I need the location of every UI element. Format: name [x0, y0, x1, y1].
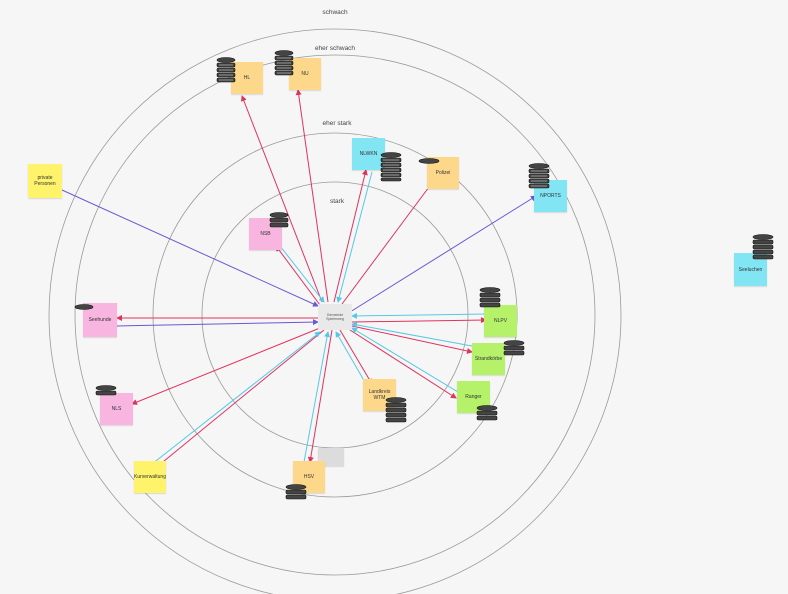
ring-label-schwach: schwach: [322, 9, 348, 16]
arrow-from-hsv: [303, 331, 331, 463]
arrow-from-nlpv: [351, 312, 487, 319]
arrow-to-nlpv: [351, 317, 487, 324]
database-icon: [216, 57, 236, 83]
arrow-from-ranger: [351, 327, 459, 393]
ring-eher-stark: [152, 132, 518, 498]
arrow-to-nu: [295, 89, 329, 303]
note-strandkorb[interactable]: Strandkörbe: [472, 343, 505, 375]
arrow-to-nls: [131, 327, 321, 405]
database-icon: [95, 385, 117, 396]
arrow-to-nports: [349, 195, 537, 313]
database-icon: [74, 304, 94, 310]
arrow-to-nlwkn: [333, 169, 368, 303]
arrow-to-hl: [241, 95, 323, 303]
database-icon: [285, 484, 307, 500]
note-kurverwaltung[interactable]: Kurverwaltung: [134, 461, 166, 493]
ring-label-eher-stark: eher stark: [322, 120, 352, 127]
database-icon: [274, 50, 294, 76]
ring-schwach: [48, 28, 622, 594]
arrow-from-private: [61, 189, 319, 307]
database-icon: [269, 212, 289, 228]
database-icon: [418, 158, 440, 164]
note-nsb[interactable]: NSB: [249, 218, 282, 250]
database-icon: [528, 163, 550, 189]
database-icon: [476, 405, 498, 421]
arrow-from-nsb: [279, 245, 325, 303]
arrow-from-strandkorb: [351, 321, 473, 347]
database-icon: [380, 152, 402, 182]
arrow-from-landkreis: [335, 331, 367, 385]
arrow-from-nlwkn: [336, 171, 373, 303]
ring-label-stark: stark: [329, 198, 345, 205]
arrow-from-kurverwaltung: [151, 331, 321, 465]
note-hl[interactable]: HL: [231, 62, 263, 94]
database-icon: [503, 340, 525, 356]
note-nlpv[interactable]: NLPV: [484, 305, 517, 337]
center-node[interactable]: Gemeinde Spielerweg: [318, 304, 352, 330]
arrow-to-landkreis: [339, 329, 373, 385]
arrow-to-nsb: [275, 245, 321, 306]
database-icon: [752, 234, 774, 260]
note-private[interactable]: private Personen: [28, 164, 62, 198]
arrow-to-polizei: [341, 182, 433, 305]
arrow-to-hsv: [307, 329, 333, 463]
note-landkreis[interactable]: Landkreis WTM: [363, 379, 396, 411]
note-nu[interactable]: NU: [289, 58, 321, 90]
note-nls[interactable]: NLS: [100, 393, 133, 425]
ring-eher-schwach: [74, 54, 596, 576]
ring-label-eher-schwach: eher schwach: [314, 45, 356, 52]
arrow-to-ranger: [349, 329, 457, 399]
arrow-from-seehunde: [116, 319, 319, 327]
arrow-to-strandkorb: [351, 325, 473, 354]
note-nlwkn[interactable]: NLWKN: [352, 138, 385, 170]
database-icon: [479, 287, 501, 308]
arrow-to-kurverwaltung: [157, 329, 325, 467]
database-icon: [385, 397, 407, 423]
